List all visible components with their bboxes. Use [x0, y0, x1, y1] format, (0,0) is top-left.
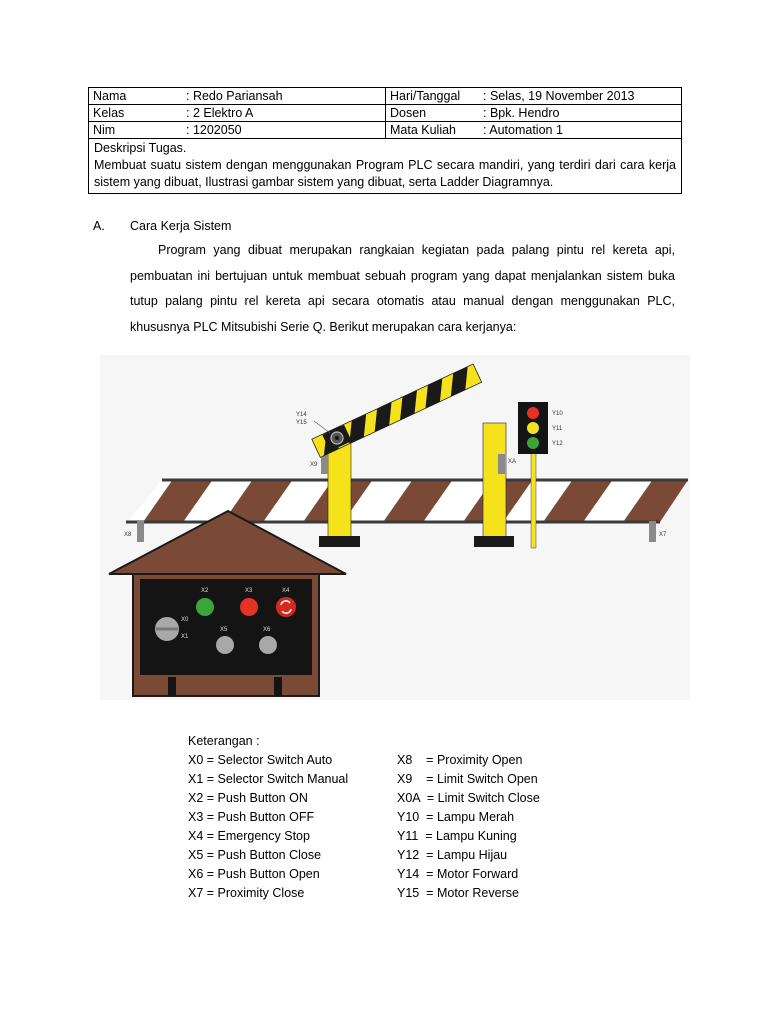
railway-gate-illustration: X8 X7 X9 Y14 Y15	[100, 355, 690, 700]
label-x3: X3	[245, 588, 253, 594]
limit-switch-xa	[498, 454, 505, 474]
label-y10: Y10	[552, 411, 563, 417]
push-button-open-icon	[259, 636, 277, 654]
red-light-icon	[527, 407, 539, 419]
legend-item-left: X1 = Selector Switch Manual	[188, 772, 349, 786]
label-x8: X8	[124, 532, 132, 538]
limit-switch-x9	[321, 454, 328, 474]
matkul-label: Mata Kuliah	[385, 121, 479, 139]
section-title: Cara Kerja Sistem	[130, 219, 232, 233]
label-x9: X9	[310, 462, 318, 468]
kelas-value: : 2 Elektro A	[182, 104, 386, 122]
left-barrier: X9 Y14 Y15	[296, 363, 483, 547]
section-heading: A. Cara Kerja Sistem	[93, 219, 231, 233]
label-y14: Y14	[296, 412, 307, 418]
label-x4: X4	[282, 588, 290, 594]
nama-label: Nama	[88, 87, 182, 105]
track-stripes	[128, 480, 688, 522]
legend-item-left: X3 = Push Button OFF	[188, 810, 315, 824]
label-xa: XA	[508, 459, 516, 465]
label-x1: X1	[181, 634, 189, 640]
proximity-sensor-x8	[137, 521, 144, 542]
legend-row: X5 = Push Button Close Y12 = Lampu Hijau	[188, 846, 540, 865]
label-x6: X6	[263, 627, 271, 633]
right-barrier-post	[482, 422, 507, 541]
legend-item-left: X7 = Proximity Close	[188, 886, 305, 900]
left-barrier-base	[319, 536, 360, 547]
legend-item-left: X6 = Push Button Open	[188, 867, 320, 881]
right-barrier: XA	[474, 422, 516, 547]
legend-row: X0 = Selector Switch Auto X8 = Proximity…	[188, 751, 540, 770]
keterangan-title: Keterangan :	[188, 734, 260, 748]
left-barrier-post	[327, 439, 352, 541]
legend-item-right: X9 = Limit Switch Open	[397, 772, 538, 786]
right-barrier-base	[474, 536, 514, 547]
kelas-label: Kelas	[88, 104, 182, 122]
keterangan-legend: Keterangan : X0 = Selector Switch Auto X…	[188, 732, 540, 903]
legend-item-right: Y14 = Motor Forward	[397, 867, 519, 881]
legend-item-right: Y11 = Lampu Kuning	[397, 829, 517, 843]
traffic-light-pole	[530, 452, 537, 549]
yellow-light-icon	[527, 422, 539, 434]
proximity-sensor-x7	[649, 521, 656, 542]
green-light-icon	[527, 437, 539, 449]
legend-row: X4 = Emergency Stop Y11 = Lampu Kuning	[188, 827, 540, 846]
traffic-light: Y10 Y11 Y12	[518, 402, 563, 549]
nim-value: : 1202050	[182, 121, 386, 139]
legend-item-right: X8 = Proximity Open	[397, 753, 523, 767]
legend-item-left: X2 = Push Button ON	[188, 791, 308, 805]
label-x2: X2	[201, 588, 209, 594]
section-paragraph: Program yang dibuat merupakan rangkaian …	[130, 243, 675, 334]
nim-label: Nim	[88, 121, 182, 139]
legend-item-right: X0A = Limit Switch Close	[397, 791, 540, 805]
label-x5: X5	[220, 627, 228, 633]
label-y15: Y15	[296, 420, 307, 426]
railway-track	[126, 478, 688, 524]
description-title: Deskripsi Tugas.	[94, 141, 187, 155]
legend-item-left: X5 = Push Button Close	[188, 848, 322, 862]
student-info-table: Nama : Redo Pariansah Hari/Tanggal : Sel…	[88, 87, 682, 194]
hari-value: : Selas, 19 November 2013	[479, 87, 682, 105]
push-button-on-icon	[196, 598, 214, 616]
legend-item-right: Y15 = Motor Reverse	[397, 886, 519, 900]
legend-item-right: Y12 = Lampu Hijau	[397, 848, 508, 862]
hari-label: Hari/Tanggal	[385, 87, 479, 105]
dosen-label: Dosen	[385, 104, 479, 122]
legend-row: X7 = Proximity Close Y15 = Motor Reverse	[188, 884, 540, 903]
legend-row: X2 = Push Button ON X0A = Limit Switch C…	[188, 789, 540, 808]
push-button-off-icon	[240, 598, 258, 616]
legend-row: X1 = Selector Switch Manual X9 = Limit S…	[188, 770, 540, 789]
dosen-value: : Bpk. Hendro	[479, 104, 682, 122]
legend-row: X3 = Push Button OFF Y10 = Lampu Merah	[188, 808, 540, 827]
label-x7: X7	[659, 532, 667, 538]
emergency-stop-icon	[276, 597, 296, 617]
legend-row: X6 = Push Button Open Y14 = Motor Forwar…	[188, 865, 540, 884]
label-x0: X0	[181, 617, 189, 623]
description-cell: Deskripsi Tugas. Membuat suatu sistem de…	[88, 138, 682, 194]
description-text: Membuat suatu sistem dengan menggunakan …	[94, 158, 676, 189]
label-y11: Y11	[552, 426, 563, 432]
legend-item-left: X4 = Emergency Stop	[188, 829, 310, 843]
push-button-close-icon	[216, 636, 234, 654]
label-y12: Y12	[552, 441, 563, 447]
barrier-arm	[311, 363, 483, 458]
section-letter: A.	[93, 219, 105, 233]
matkul-value: : Automation 1	[479, 121, 682, 139]
legend-item-left: X0 = Selector Switch Auto	[188, 753, 333, 767]
nama-value: : Redo Pariansah	[182, 87, 386, 105]
legend-item-right: Y10 = Lampu Merah	[397, 810, 515, 824]
control-house: X2 X3 X4 X0 X1 X5 X6	[108, 509, 347, 697]
